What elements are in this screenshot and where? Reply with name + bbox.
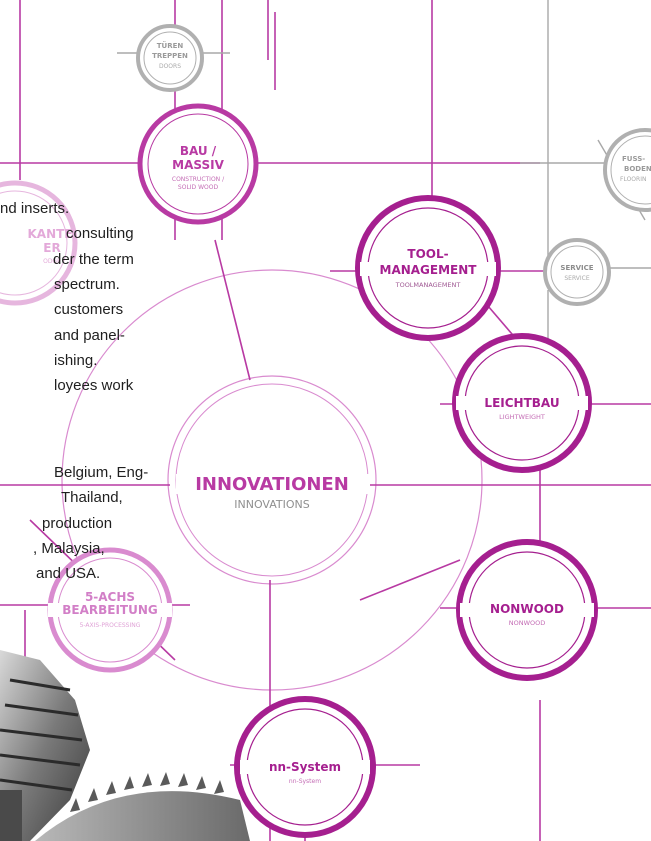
node-nonwood[interactable]: NONWOOD NONWOOD: [456, 539, 598, 681]
nn-system-label: nn-System: [269, 760, 341, 774]
tool-label: TOOL-: [407, 247, 448, 261]
nonwood-label: NONWOOD: [490, 602, 564, 616]
flooring-label: FLOORIN: [620, 176, 646, 183]
innovations-label: INNOVATIONS: [234, 498, 310, 511]
node-service[interactable]: SERVICE SERVICE: [543, 238, 611, 306]
leichtbau-label: LEICHTBAU: [484, 396, 559, 410]
5-achs-label: 5-ACHS: [85, 590, 135, 604]
tueren-label: TÜREN: [157, 41, 184, 50]
kante-sub-label: ODGE: [43, 258, 61, 265]
outer-circle: [61, 269, 483, 691]
toolmanagement-label: TOOLMANAGEMENT: [395, 281, 461, 289]
node-leichtbau[interactable]: LEICHTBAU LIGHTWEIGHT: [452, 333, 592, 473]
fuss-label: FUSS-: [622, 155, 645, 163]
nonwood-sub-label: NONWOOD: [509, 619, 546, 627]
solid-wood-label: SOLID WOOD: [178, 184, 219, 191]
management-label: MANAGEMENT: [380, 263, 478, 277]
boden-label: BODEN: [624, 165, 651, 173]
massiv-label: MASSIV: [172, 158, 224, 172]
cutter-tool-image: [0, 650, 250, 841]
node-nn-system[interactable]: nn-System nn-System: [234, 696, 376, 838]
node-tueren[interactable]: TÜREN TREPPEN DOORS: [136, 24, 204, 92]
innovationen-label: INNOVATIONEN: [195, 474, 349, 495]
lightweight-label: LIGHTWEIGHT: [499, 413, 545, 421]
inner-circle: [167, 375, 377, 585]
nn-system-sub-label: nn-System: [289, 778, 321, 785]
kante-line2-label: ER: [43, 241, 60, 255]
bau-label: BAU /: [180, 144, 217, 158]
node-bau-massiv[interactable]: BAU / MASSIV CONSTRUCTION / SOLID WOOD: [137, 103, 259, 225]
5-axis-label: 5-AXIS-PROCESSING: [80, 622, 141, 629]
node-5-achs[interactable]: 5-ACHS BEARBEITUNG 5-AXIS-PROCESSING: [47, 547, 173, 673]
node-tool-management[interactable]: TOOL- MANAGEMENT TOOLMANAGEMENT: [355, 195, 501, 341]
service-sub-label: SERVICE: [564, 275, 590, 282]
bearbeitung-label: BEARBEITUNG: [62, 603, 158, 617]
node-fussboden[interactable]: FUSS- BODEN FLOORIN: [603, 128, 651, 212]
node-innovationen[interactable]: INNOVATIONEN INNOVATIONS: [176, 474, 370, 511]
construction-label: CONSTRUCTION /: [172, 176, 225, 183]
treppen-label: TREPPEN: [152, 52, 188, 60]
kante-label: KANTE: [27, 227, 72, 241]
node-kante[interactable]: KANTE ER ODGE: [0, 180, 78, 306]
doors-label: DOORS: [159, 63, 181, 70]
service-label: SERVICE: [560, 264, 593, 272]
